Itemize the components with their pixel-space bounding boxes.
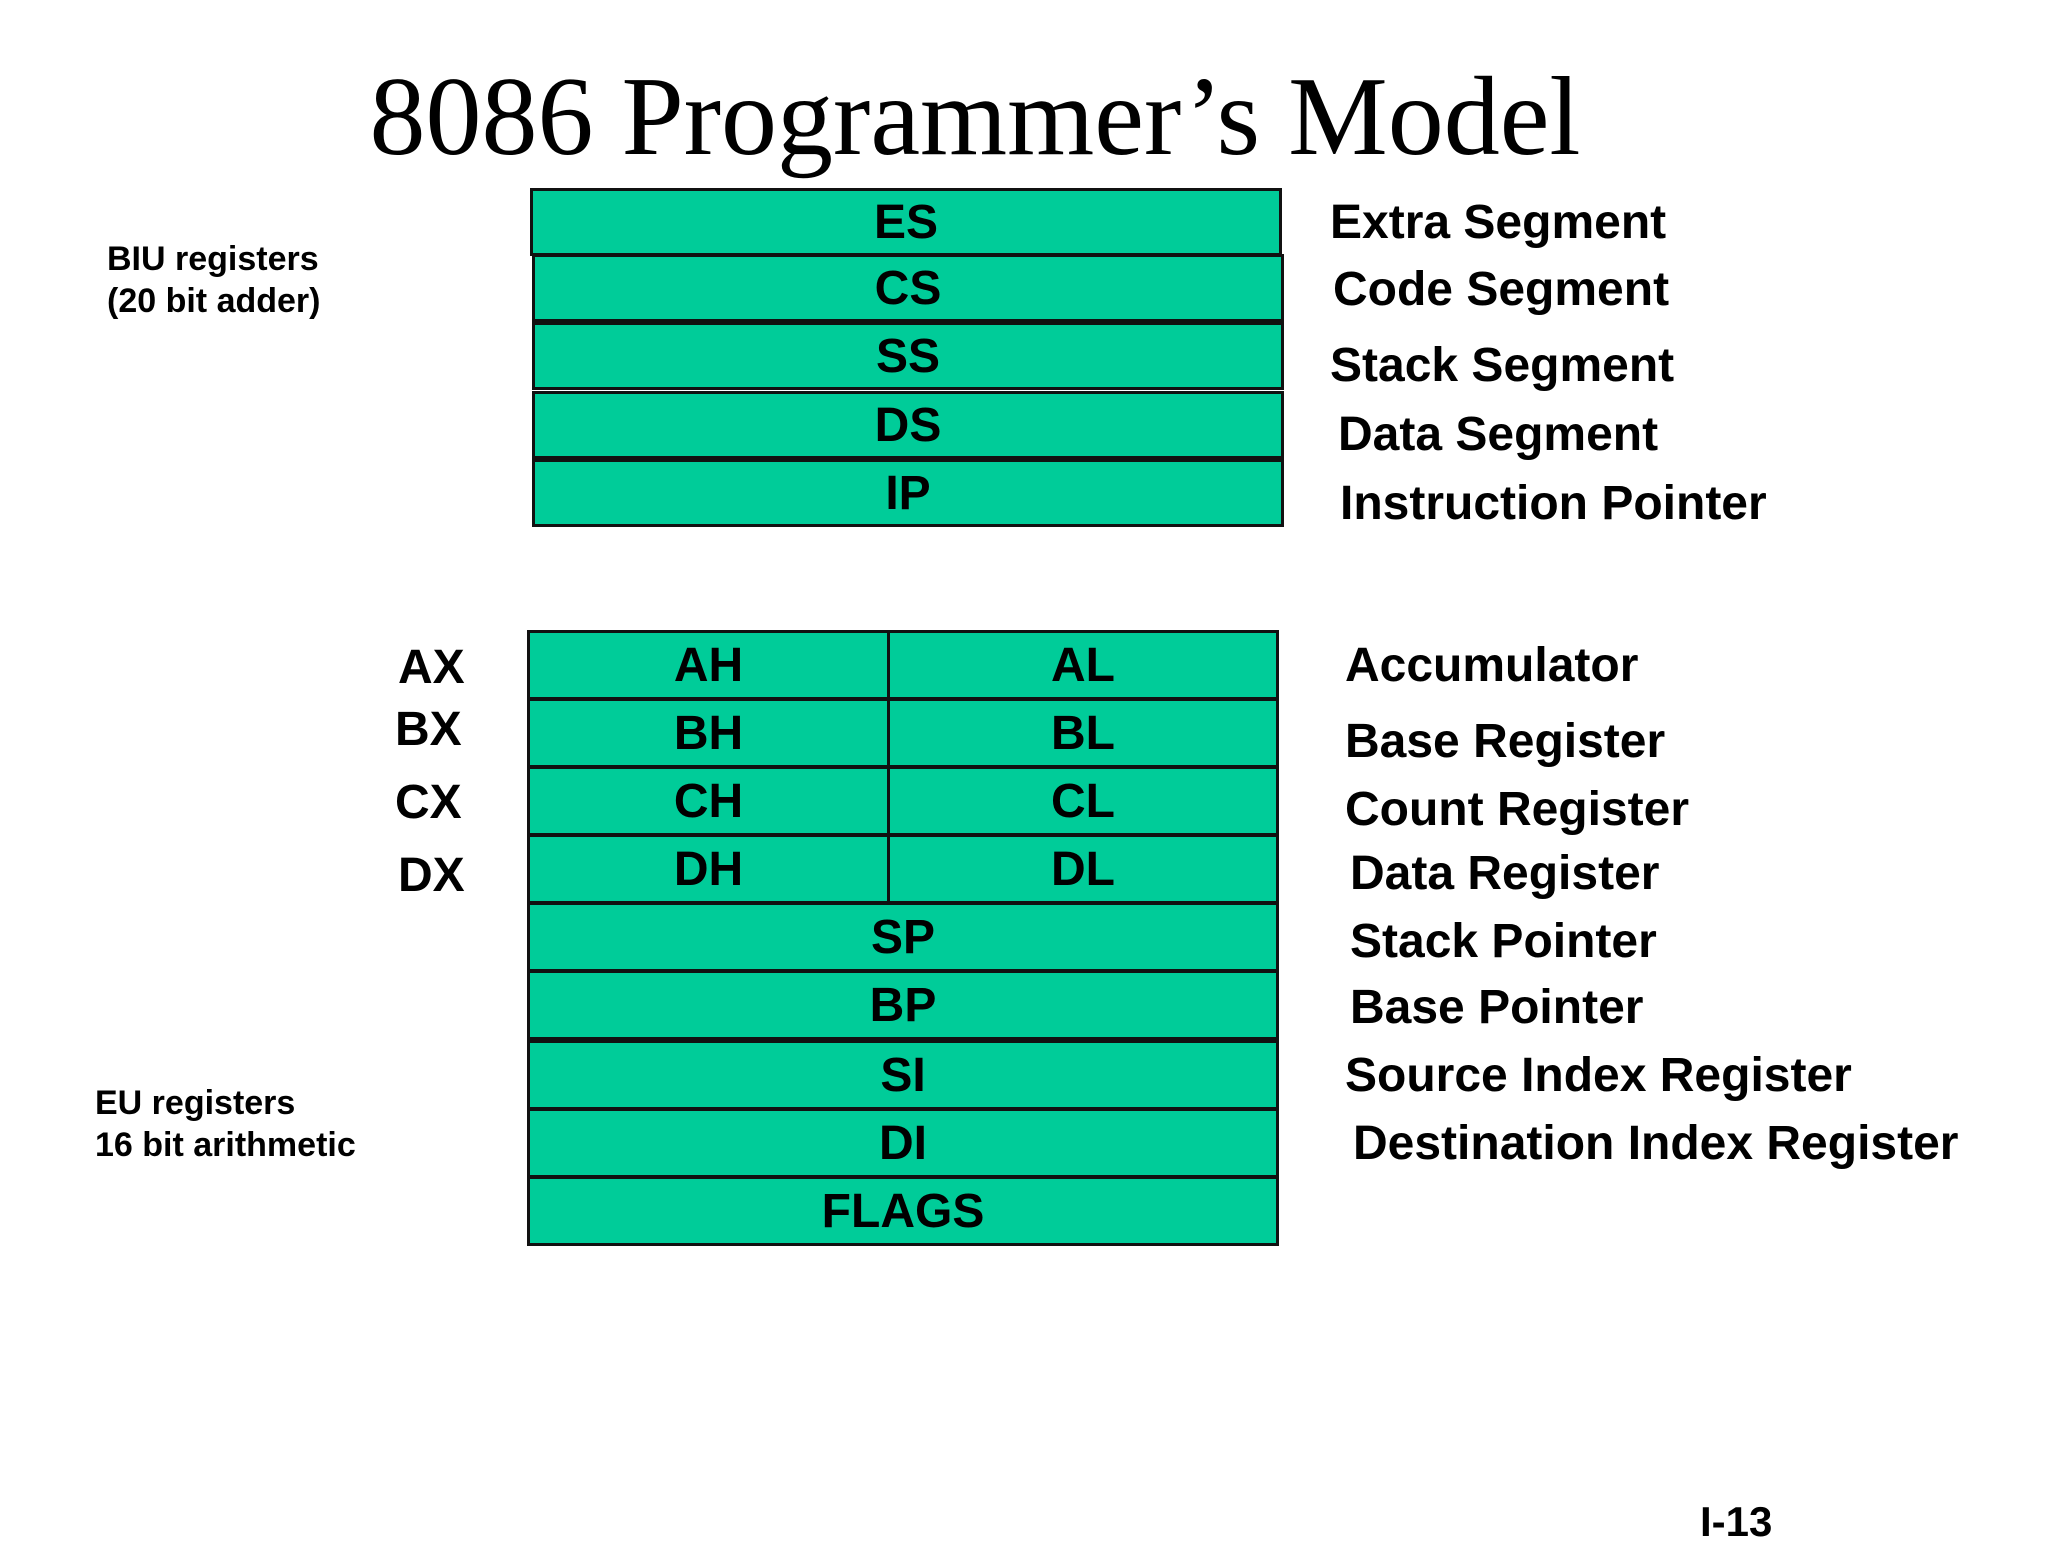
register-cs-description: Code Segment (1333, 263, 1670, 316)
register-cx-label: CX (395, 776, 462, 829)
eu-label-line2: 16 bit arithmetic (95, 1126, 356, 1164)
register-dl: DL (890, 837, 1276, 901)
register-cl: CL (890, 769, 1276, 833)
register-dh-label: DH (673, 842, 744, 896)
register-si-label: SI (880, 1048, 926, 1102)
register-ss-description: Stack Segment (1330, 339, 1675, 392)
register-bl-label: BL (1051, 706, 1115, 760)
register-cs-label: CS (874, 261, 942, 315)
register-ds-label: DS (874, 398, 942, 452)
register-bx-description: Base Register (1345, 715, 1666, 768)
register-sp-description: Stack Pointer (1350, 915, 1657, 968)
register-cx: CH CL (527, 766, 1279, 836)
register-bh: BH (530, 701, 890, 765)
register-dx: DH DL (527, 834, 1279, 904)
register-cl-label: CL (1051, 774, 1115, 828)
register-ip-label: IP (885, 466, 931, 520)
register-flags: FLAGS (527, 1176, 1279, 1246)
register-ss: SS (532, 322, 1284, 390)
register-bp: BP (527, 970, 1279, 1040)
register-es-description: Extra Segment (1330, 196, 1667, 249)
register-es-label: ES (873, 195, 939, 249)
register-ah: AH (530, 633, 890, 697)
page-number: I-13 (1700, 1498, 1773, 1545)
register-ip-description: Instruction Pointer (1340, 477, 1767, 530)
register-dx-description: Data Register (1350, 847, 1660, 900)
register-di-description: Destination Index Register (1353, 1117, 1959, 1170)
register-di-label: DI (879, 1116, 927, 1170)
register-bl: BL (890, 701, 1276, 765)
register-ax-label: AX (398, 641, 465, 694)
register-ah-label: AH (673, 638, 744, 692)
register-cs: CS (532, 254, 1284, 322)
register-es: ES (530, 188, 1282, 256)
register-si: SI (527, 1040, 1279, 1110)
register-ip: IP (532, 459, 1284, 527)
register-di: DI (527, 1108, 1279, 1178)
register-sp: SP (527, 902, 1279, 972)
biu-label-line2: (20 bit adder) (107, 282, 321, 320)
biu-label-line1: BIU registers (107, 240, 319, 278)
register-bx: BH BL (527, 698, 1279, 768)
register-ax-description: Accumulator (1345, 639, 1639, 692)
register-sp-label: SP (870, 910, 936, 964)
register-ds: DS (532, 391, 1284, 459)
register-dh: DH (530, 837, 890, 901)
register-flags-label: FLAGS (821, 1184, 985, 1238)
register-dx-label: DX (398, 849, 465, 902)
register-ds-description: Data Segment (1338, 408, 1659, 461)
eu-label-line1: EU registers (95, 1084, 296, 1122)
register-ch-label: CH (673, 774, 744, 828)
register-si-description: Source Index Register (1345, 1049, 1852, 1102)
register-al: AL (890, 633, 1276, 697)
register-ss-label: SS (875, 329, 941, 383)
register-al-label: AL (1051, 638, 1115, 692)
register-ch: CH (530, 769, 890, 833)
register-ax: AH AL (527, 630, 1279, 700)
register-bh-label: BH (673, 706, 744, 760)
register-cx-description: Count Register (1345, 783, 1690, 836)
register-bp-label: BP (869, 978, 937, 1032)
register-dl-label: DL (1051, 842, 1115, 896)
register-bx-label: BX (395, 703, 462, 756)
register-bp-description: Base Pointer (1350, 981, 1644, 1034)
slide-title: 8086 Programmer’s Model (369, 55, 1581, 179)
